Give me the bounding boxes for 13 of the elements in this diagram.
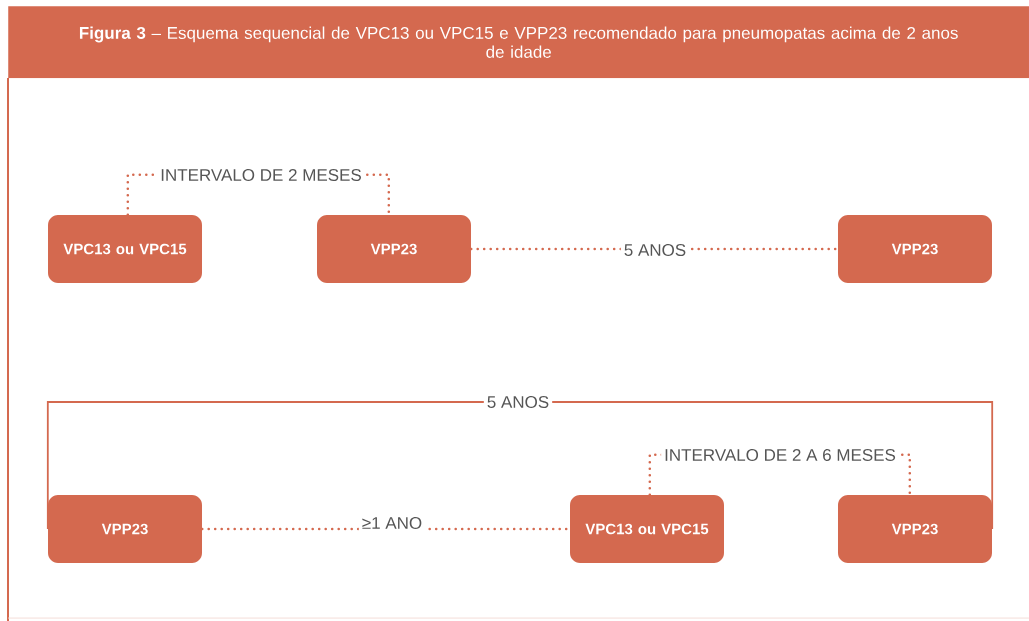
- title-banner: Figura 3 – Esquema sequencial de VPC13 ou VPC15 e VPP23 recomendado para pneumopatas acima de 2 anos de idade: [8, 6, 1029, 79]
- vaccine-box: VPP23: [317, 215, 471, 283]
- edge-label: INTERVALO DE 2 A 6 MESES: [661, 446, 899, 464]
- edge-label: 5 ANOS: [620, 241, 690, 259]
- edge-label: ≥1 ANO: [358, 513, 426, 532]
- connector-line: [46, 401, 994, 530]
- edge-label: 5 ANOS: [483, 393, 553, 411]
- vaccine-box: VPC13 ou VPC15: [48, 215, 202, 283]
- vaccine-box: VPP23: [838, 495, 992, 563]
- vaccine-box: VPP23: [838, 215, 992, 283]
- vaccine-box: VPC13 ou VPC15: [570, 495, 724, 563]
- edge-label: INTERVALO DE 2 MESES: [157, 166, 365, 184]
- vaccine-box: VPP23: [48, 495, 202, 563]
